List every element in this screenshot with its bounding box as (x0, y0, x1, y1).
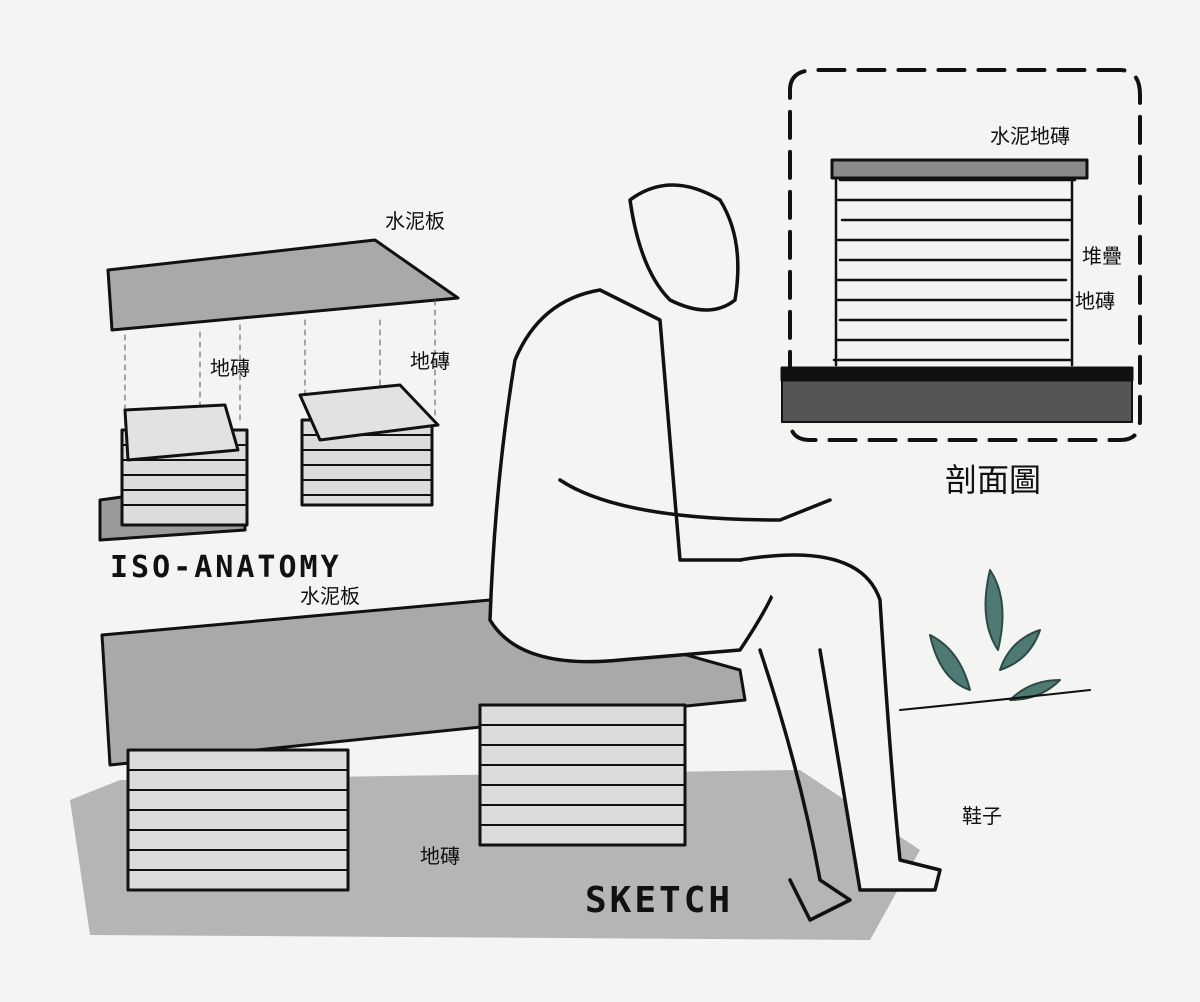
section-stack-label-1: 堆疊 (1082, 244, 1122, 268)
iso-tile-label-right: 地磚 (410, 349, 450, 373)
iso-slab (106, 238, 460, 332)
bench (70, 598, 920, 940)
section-view (780, 68, 1142, 442)
shoe-label: 鞋子 (962, 804, 1002, 828)
iso-title: ISO-ANATOMY (110, 550, 342, 585)
section-top-label: 水泥地磚 (990, 124, 1070, 148)
iso-slab-label: 水泥板 (385, 209, 445, 233)
iso-tile-stack-right (298, 383, 440, 507)
sketch-tile-label: 地磚 (420, 844, 460, 868)
iso-tile-stack-left (98, 403, 249, 542)
iso-guide-lines (124, 299, 436, 421)
plant (929, 569, 1061, 701)
seated-person (488, 183, 942, 922)
sketch-slab-label: 水泥板 (300, 584, 360, 608)
section-title: 剖面圖 (945, 461, 1042, 499)
iso-tile-label-left: 地磚 (210, 356, 250, 380)
sketch-title: SKETCH (585, 880, 734, 921)
section-stack-label-2: 地磚 (1075, 289, 1115, 313)
